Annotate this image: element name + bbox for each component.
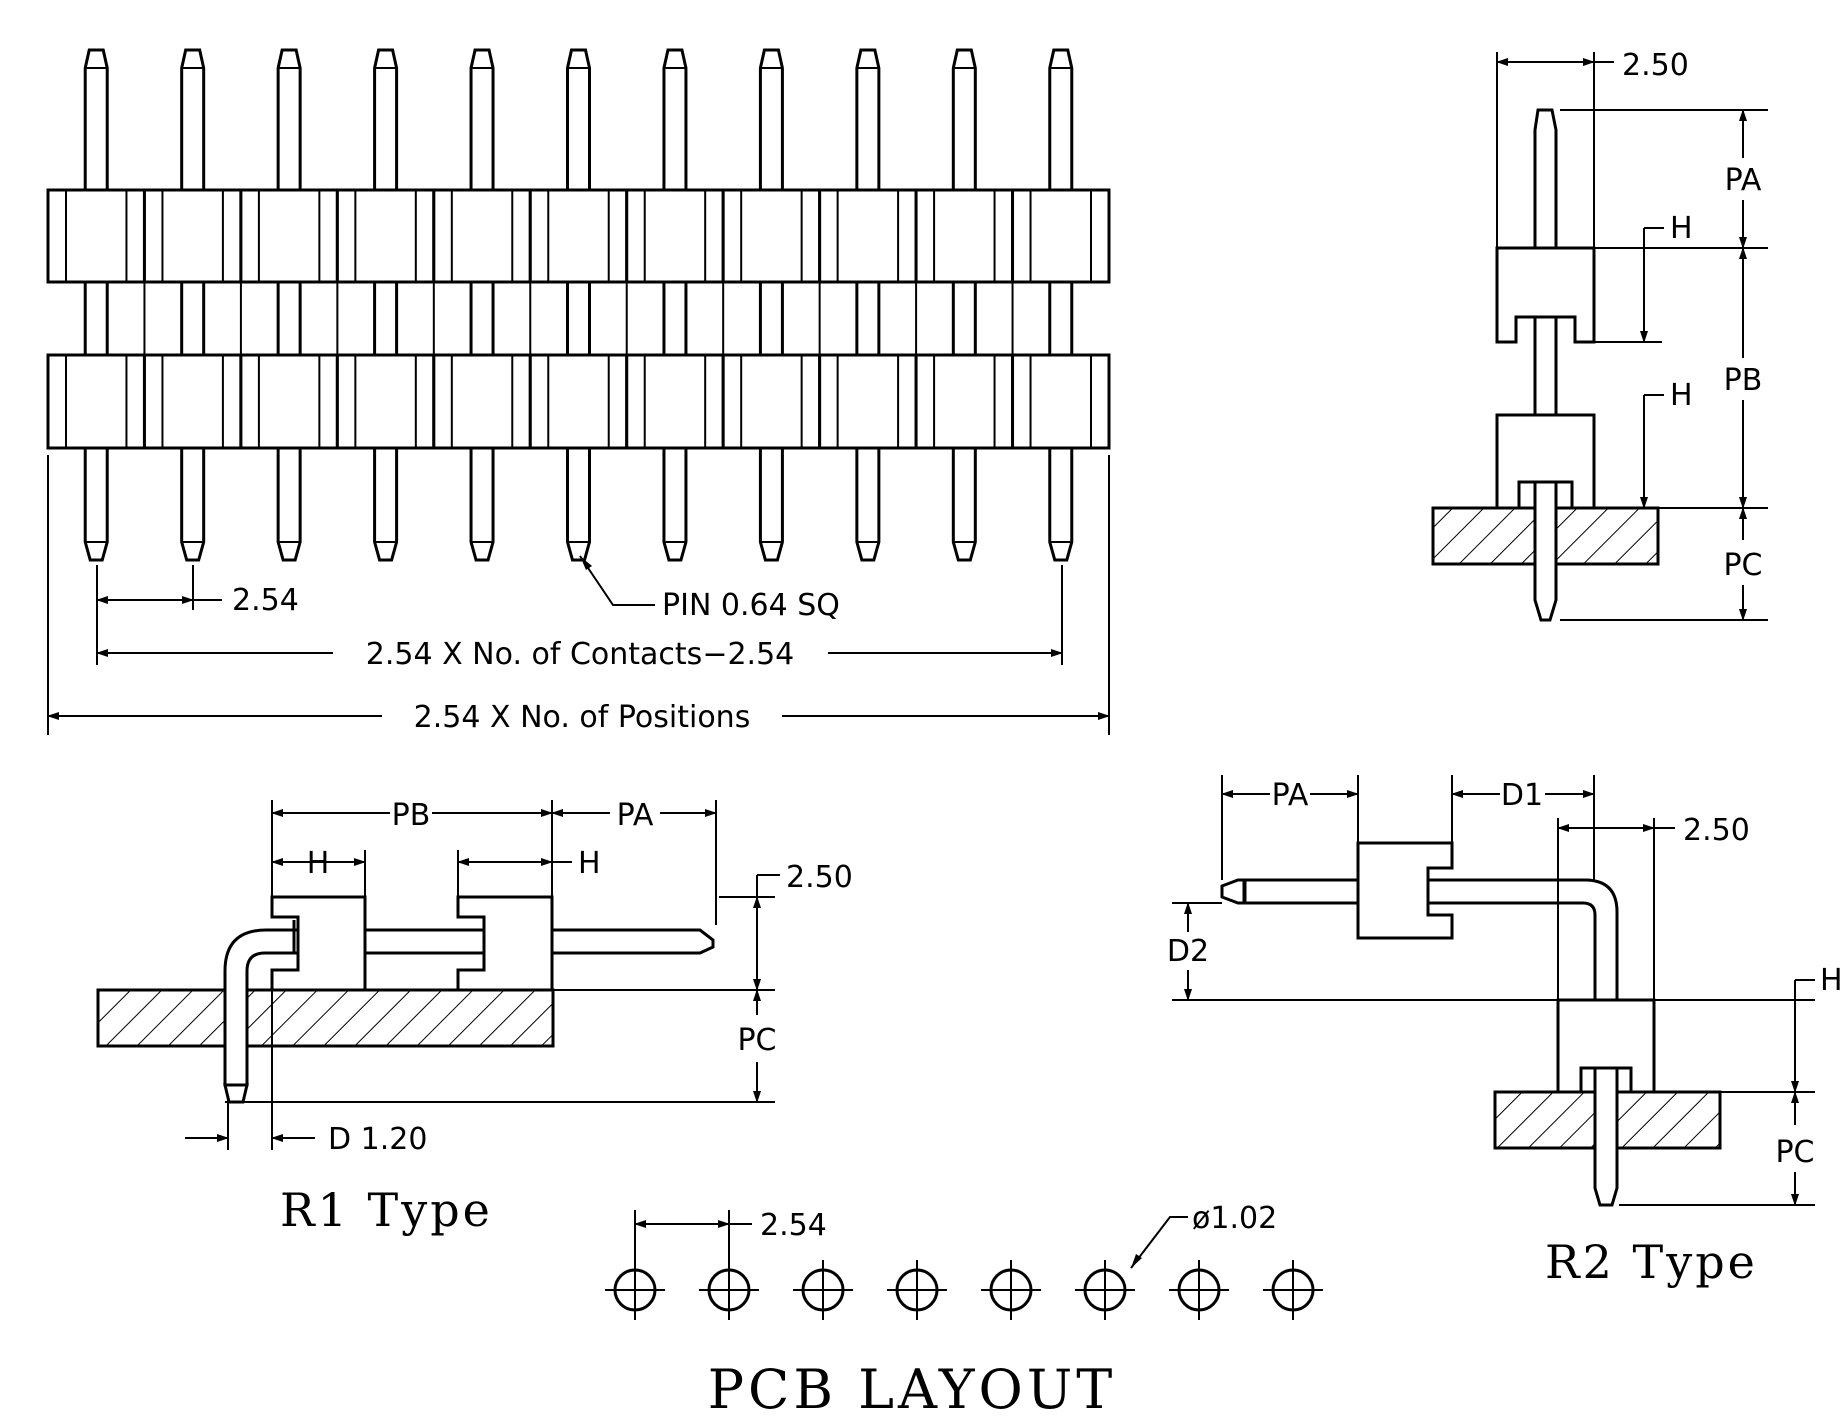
h-lower-label: H <box>1670 378 1693 413</box>
hole-leader-line <box>1130 1216 1188 1269</box>
lower-insulator-block <box>528 353 629 450</box>
positions-dimension-label: 2.54 X No. of Positions <box>414 700 751 735</box>
header-pin <box>1048 48 1074 562</box>
r2-pc-label: PC <box>1775 1135 1814 1170</box>
r1-right-insulator <box>456 895 554 992</box>
r1-pc-label: PC <box>737 1023 776 1058</box>
lower-insulator-block <box>46 353 146 450</box>
header-pin <box>469 48 495 562</box>
pa-dimension-label: PA <box>1725 163 1762 198</box>
header-pin <box>180 48 206 562</box>
lower-insulator-block <box>335 353 436 450</box>
lower-insulator-block <box>142 353 243 450</box>
r2-pin-tip <box>1220 878 1246 905</box>
header-pin <box>373 48 399 562</box>
header-pin <box>1533 108 1558 622</box>
header-pin <box>662 48 688 562</box>
pcb-layout-title: PCB LAYOUT <box>708 1358 1117 1421</box>
r2-d1-label: D1 <box>1501 778 1543 813</box>
upper-insulator-block <box>625 188 725 284</box>
upper-insulator-block <box>335 188 436 284</box>
upper-insulator-block <box>914 188 1015 284</box>
r1-left-insulator <box>270 895 367 992</box>
r2-title: R2 Type <box>1545 1235 1758 1289</box>
lower-insulator-block <box>818 353 918 450</box>
top-view-dimensions: 2.54 PIN 0.64 SQ 2.54 X No. of Contacts−… <box>47 455 1110 735</box>
r2-d2-label: D2 <box>1167 934 1209 969</box>
upper-insulator-block <box>239 188 339 284</box>
r2-vertical-insulator <box>1556 998 1656 1094</box>
pcb-pitch-label: 2.54 <box>760 1208 827 1243</box>
r1-height-label: 2.50 <box>786 860 853 895</box>
lower-insulator-block <box>914 353 1015 450</box>
pcb-layout-holes <box>605 1260 1323 1320</box>
r1-h-right-label: H <box>578 846 601 881</box>
pin-size-label: PIN 0.64 SQ <box>662 588 840 623</box>
lower-insulator <box>1495 413 1596 510</box>
pin-leader-line <box>579 555 655 606</box>
pitch-dimension-label: 2.54 <box>232 583 299 618</box>
upper-insulator-block <box>528 188 629 284</box>
lower-insulator-block <box>625 353 725 450</box>
lower-insulator-block <box>1011 353 1111 450</box>
h-upper-label: H <box>1670 211 1693 246</box>
pc-dimension-label: PC <box>1723 548 1762 583</box>
r2-bent-pin <box>1243 878 1619 1002</box>
lower-insulator-block <box>239 353 339 450</box>
upper-insulator-block <box>1011 188 1111 284</box>
header-pin <box>855 48 881 562</box>
r1-title: R1 Type <box>280 1183 493 1237</box>
r1-d-label: D 1.20 <box>328 1122 427 1157</box>
header-pin <box>758 48 784 562</box>
r2-width-label: 2.50 <box>1683 813 1750 848</box>
width-dimension-label: 2.50 <box>1622 48 1689 83</box>
contacts-dimension-label: 2.54 X No. of Contacts−2.54 <box>366 637 795 672</box>
upper-insulator-block <box>432 188 532 284</box>
pb-dimension-label: PB <box>1724 363 1763 398</box>
header-pin <box>276 48 302 562</box>
r2-type-view: PA D1 2.50 D2 H PC R2 Type <box>1167 775 1842 1289</box>
upper-insulator <box>1495 246 1596 344</box>
upper-insulator-block <box>142 188 243 284</box>
header-pin <box>83 48 109 562</box>
r1-pa-label: PA <box>617 798 654 833</box>
pcb-hole-label: ø1.02 <box>1192 1201 1277 1236</box>
lower-insulator-block <box>721 353 822 450</box>
pcb-layout-dimensions: 2.54 ø1.02 PCB LAYOUT <box>634 1201 1277 1421</box>
r1-pcb-board <box>96 988 555 1048</box>
r1-pb-label: PB <box>392 798 431 833</box>
r1-h-left-label: H <box>307 846 330 881</box>
lower-insulator-block <box>432 353 532 450</box>
r2-h-label: H <box>1820 963 1842 998</box>
straight-side-view: 2.50 PA PB PC H H <box>1431 48 1768 622</box>
r2-pa-label: PA <box>1272 778 1309 813</box>
upper-insulator-block <box>46 188 146 284</box>
header-pin <box>951 48 977 562</box>
upper-insulator-block <box>721 188 822 284</box>
header-pin <box>566 48 591 562</box>
r2-horizontal-insulator <box>1356 841 1454 940</box>
upper-insulator-block <box>818 188 918 284</box>
r1-type-view: PB PA H H 2.50 PC D 1.20 R1 Type <box>96 798 853 1237</box>
top-view <box>46 48 1111 562</box>
